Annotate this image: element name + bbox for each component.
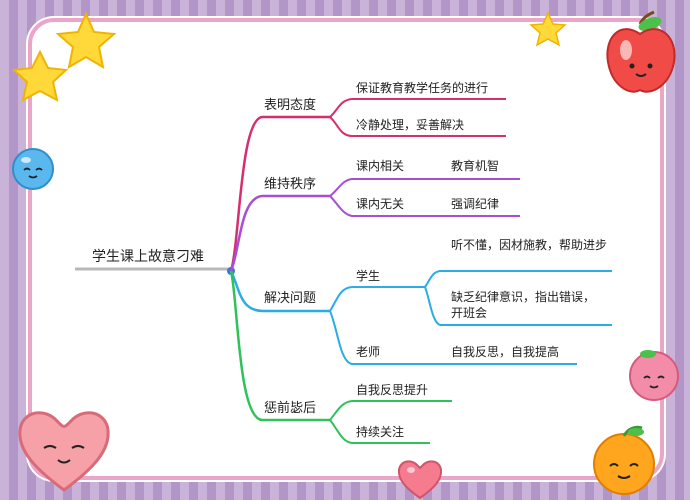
branch-3-sub-1-label: 学生 xyxy=(356,269,381,283)
branch-3-curve xyxy=(229,270,330,313)
branch-1-sub-1-label: 保证教育教学任务的进行 xyxy=(356,81,489,95)
branch-4-sub-2-curve xyxy=(329,419,430,444)
branch-2-label: 维持秩序 xyxy=(264,177,317,192)
branch-4-sub-2-label: 持续关注 xyxy=(356,425,405,439)
branch-3-sub-1-leaf-1 xyxy=(424,270,612,288)
star-icon xyxy=(529,11,567,47)
branch-1-sub-2-label: 冷静处理，妥善解决 xyxy=(356,118,465,132)
branch-2-curve xyxy=(229,194,330,272)
branch-2-sub-2-curve xyxy=(329,195,425,217)
branch-2-sub-1-curve xyxy=(329,178,425,197)
branch-4-label: 惩前毖后 xyxy=(264,401,317,416)
root-topic: 学生课上故意刁难 xyxy=(92,249,204,265)
branch-4-curve xyxy=(229,270,330,422)
heart-icon xyxy=(397,460,443,500)
branch-3-sub-1-leaf-1-label: 听不懂，因材施教，帮助进步 xyxy=(451,238,608,252)
branch-3-sub-2-curve xyxy=(329,310,425,365)
branch-2-sub-1-leaf-label: 教育机智 xyxy=(451,159,500,173)
branch-3-sub-1-leaf-2-label: 缺乏纪律意识，指出错误，开班会 xyxy=(451,290,596,320)
branch-1-label: 表明态度 xyxy=(264,98,317,113)
apple-icon xyxy=(606,10,676,93)
star-icon xyxy=(11,11,117,102)
orange-icon xyxy=(593,425,655,495)
peach-icon xyxy=(629,350,679,401)
branch-3-sub-2-label: 老师 xyxy=(356,345,381,359)
blue-ball-icon xyxy=(12,148,54,190)
branch-2-sub-2-leaf-label: 强调纪律 xyxy=(451,197,500,211)
branch-2-sub-2-label: 课内无关 xyxy=(356,197,405,211)
branch-3-sub-2-leaf-label: 自我反思，自我提高 xyxy=(451,345,560,359)
branch-3-sub-1-leaf-2 xyxy=(424,286,612,326)
branch-3-label: 解决问题 xyxy=(264,291,317,306)
heart-icon xyxy=(18,411,110,492)
branch-3-sub-1-curve xyxy=(329,286,425,312)
branch-1-sub-1-curve xyxy=(329,98,506,118)
branch-1-curve xyxy=(229,115,330,272)
branch-4-sub-1-label: 自我反思提升 xyxy=(356,383,429,397)
branch-1-sub-2-curve xyxy=(329,116,506,137)
branch-4-sub-1-curve xyxy=(329,400,452,421)
branch-2-sub-1-label: 课内相关 xyxy=(356,159,405,173)
